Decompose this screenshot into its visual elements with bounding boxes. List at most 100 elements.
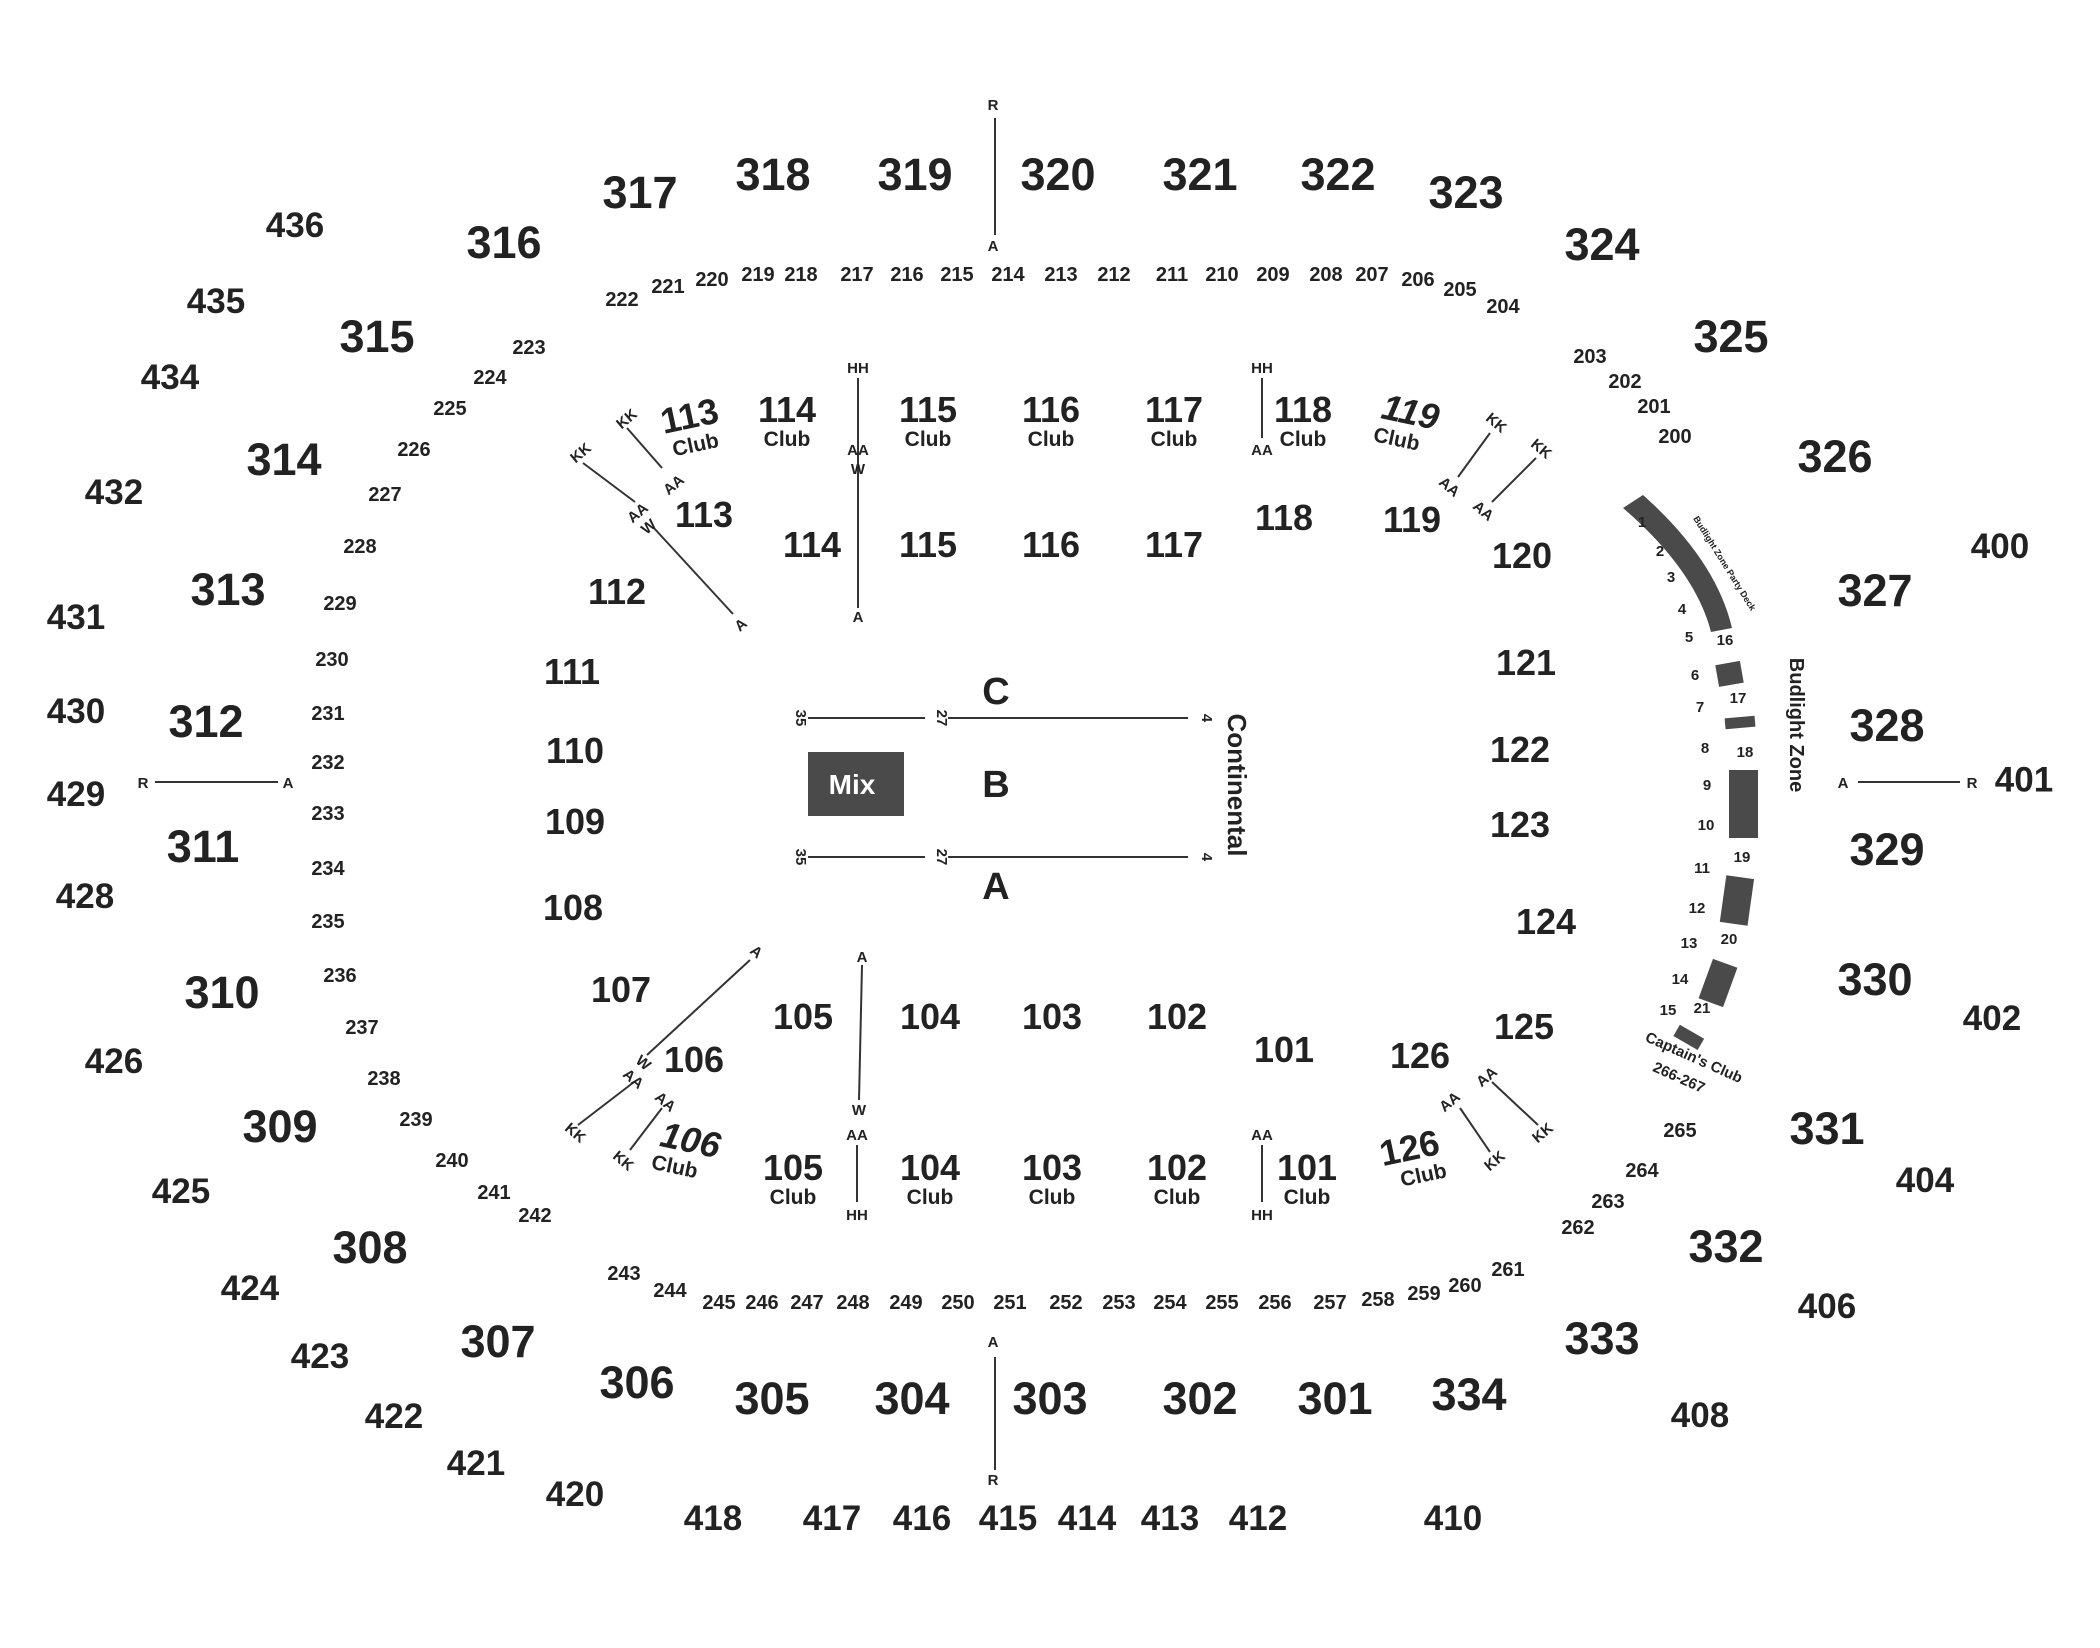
continental-label[interactable]: Continental — [1222, 714, 1252, 857]
section-251[interactable]: 251 — [993, 1292, 1026, 1314]
section-123[interactable]: 123 — [1490, 804, 1550, 845]
section-233[interactable]: 233 — [311, 803, 344, 825]
section-306[interactable]: 306 — [599, 1357, 674, 1408]
budlight-number-4[interactable]: 4 — [1678, 601, 1687, 618]
section-116[interactable]: 116 — [1022, 524, 1080, 565]
section-222[interactable]: 222 — [605, 289, 638, 311]
section-429[interactable]: 429 — [47, 775, 105, 814]
section-236[interactable]: 236 — [323, 965, 356, 987]
section-303[interactable]: 303 — [1012, 1373, 1087, 1424]
budlight-number-9[interactable]: 9 — [1703, 777, 1711, 794]
section-257[interactable]: 257 — [1313, 1292, 1346, 1314]
budlight-number-17[interactable]: 17 — [1730, 690, 1747, 707]
section-226[interactable]: 226 — [397, 439, 430, 461]
section-400[interactable]: 400 — [1971, 527, 2029, 566]
section-323[interactable]: 323 — [1428, 167, 1503, 218]
section-234[interactable]: 234 — [311, 858, 345, 880]
section-309[interactable]: 309 — [242, 1101, 317, 1152]
section-316[interactable]: 316 — [466, 217, 541, 268]
budlight-number-21[interactable]: 21 — [1694, 1000, 1711, 1017]
section-250[interactable]: 250 — [941, 1292, 974, 1314]
section-213[interactable]: 213 — [1044, 264, 1077, 286]
section-311[interactable]: 311 — [167, 821, 240, 872]
section-245[interactable]: 245 — [702, 1292, 735, 1314]
section-430[interactable]: 430 — [47, 692, 105, 731]
budlight-number-8[interactable]: 8 — [1701, 740, 1709, 757]
section-424[interactable]: 424 — [221, 1269, 280, 1308]
section-211[interactable]: 211 — [1156, 264, 1188, 286]
section-231[interactable]: 231 — [311, 703, 344, 725]
section-305[interactable]: 305 — [734, 1373, 809, 1424]
section-248[interactable]: 248 — [836, 1292, 869, 1314]
section-317[interactable]: 317 — [602, 167, 677, 218]
section-246[interactable]: 246 — [745, 1292, 778, 1314]
section-115[interactable]: 115 — [899, 524, 957, 565]
club-102[interactable]: 102 Club — [1147, 1147, 1207, 1209]
section-414[interactable]: 414 — [1058, 1499, 1117, 1538]
club-118[interactable]: 118 Club — [1274, 389, 1332, 451]
section-247[interactable]: 247 — [790, 1292, 823, 1314]
section-217[interactable]: 217 — [840, 264, 873, 286]
budlight-number-18[interactable]: 18 — [1737, 744, 1754, 761]
budlight-number-7[interactable]: 7 — [1696, 699, 1704, 716]
section-200[interactable]: 200 — [1658, 426, 1691, 448]
section-249[interactable]: 249 — [889, 1292, 922, 1314]
section-102[interactable]: 102 — [1147, 996, 1207, 1037]
section-434[interactable]: 434 — [141, 358, 200, 397]
section-401[interactable]: 401 — [1995, 760, 2053, 799]
budlight-bar-19[interactable] — [1719, 875, 1755, 926]
section-253[interactable]: 253 — [1102, 1292, 1135, 1314]
section-302[interactable]: 302 — [1162, 1373, 1237, 1424]
section-221[interactable]: 221 — [651, 276, 684, 298]
budlight-number-19[interactable]: 19 — [1734, 849, 1751, 866]
budlight-number-11[interactable]: 11 — [1694, 860, 1710, 877]
section-428[interactable]: 428 — [56, 877, 114, 916]
section-413[interactable]: 413 — [1141, 1499, 1199, 1538]
section-404[interactable]: 404 — [1896, 1161, 1955, 1200]
section-402[interactable]: 402 — [1963, 999, 2021, 1038]
budlight-number-6[interactable]: 6 — [1691, 667, 1699, 684]
section-105[interactable]: 105 — [773, 996, 833, 1037]
section-418[interactable]: 418 — [684, 1499, 742, 1538]
section-202[interactable]: 202 — [1608, 371, 1641, 393]
budlight-number-5[interactable]: 5 — [1685, 629, 1693, 646]
section-209[interactable]: 209 — [1256, 264, 1289, 286]
floor-row-c[interactable]: C — [982, 671, 1009, 713]
section-224[interactable]: 224 — [473, 367, 507, 389]
section-331[interactable]: 331 — [1789, 1103, 1864, 1154]
section-410[interactable]: 410 — [1424, 1499, 1482, 1538]
budlight-bar-17[interactable] — [1724, 715, 1756, 730]
section-327[interactable]: 327 — [1837, 565, 1912, 616]
section-421[interactable]: 421 — [447, 1444, 505, 1483]
budlight-number-1[interactable]: 1 — [1638, 514, 1646, 531]
budlight-number-2[interactable]: 2 — [1656, 543, 1664, 560]
section-230[interactable]: 230 — [315, 649, 348, 671]
club-126[interactable]: 126 Club — [1376, 1121, 1449, 1194]
section-422[interactable]: 422 — [365, 1397, 423, 1436]
section-415[interactable]: 415 — [979, 1499, 1037, 1538]
budlight-number-10[interactable]: 10 — [1698, 817, 1715, 834]
section-318[interactable]: 318 — [735, 149, 810, 200]
section-332[interactable]: 332 — [1688, 1221, 1763, 1272]
section-313[interactable]: 313 — [190, 564, 265, 615]
section-252[interactable]: 252 — [1049, 1292, 1082, 1314]
budlight-number-20[interactable]: 20 — [1721, 931, 1738, 948]
section-265[interactable]: 265 — [1663, 1120, 1696, 1142]
section-308[interactable]: 308 — [332, 1222, 407, 1273]
section-417[interactable]: 417 — [803, 1499, 861, 1538]
section-101[interactable]: 101 — [1254, 1029, 1314, 1070]
section-322[interactable]: 322 — [1300, 149, 1375, 200]
floor-row-a[interactable]: A — [982, 866, 1009, 908]
section-228[interactable]: 228 — [343, 536, 376, 558]
section-314[interactable]: 314 — [246, 434, 321, 485]
club-119[interactable]: 119 Club — [1371, 385, 1443, 458]
section-227[interactable]: 227 — [368, 484, 401, 506]
section-237[interactable]: 237 — [345, 1017, 378, 1039]
section-120[interactable]: 120 — [1492, 535, 1552, 576]
section-420[interactable]: 420 — [546, 1475, 604, 1514]
section-201[interactable]: 201 — [1637, 396, 1670, 418]
section-117[interactable]: 117 — [1145, 524, 1203, 565]
section-218[interactable]: 218 — [784, 264, 817, 286]
section-104[interactable]: 104 — [900, 996, 960, 1037]
budlight-zone-label[interactable]: Budlight Zone — [1785, 658, 1807, 792]
